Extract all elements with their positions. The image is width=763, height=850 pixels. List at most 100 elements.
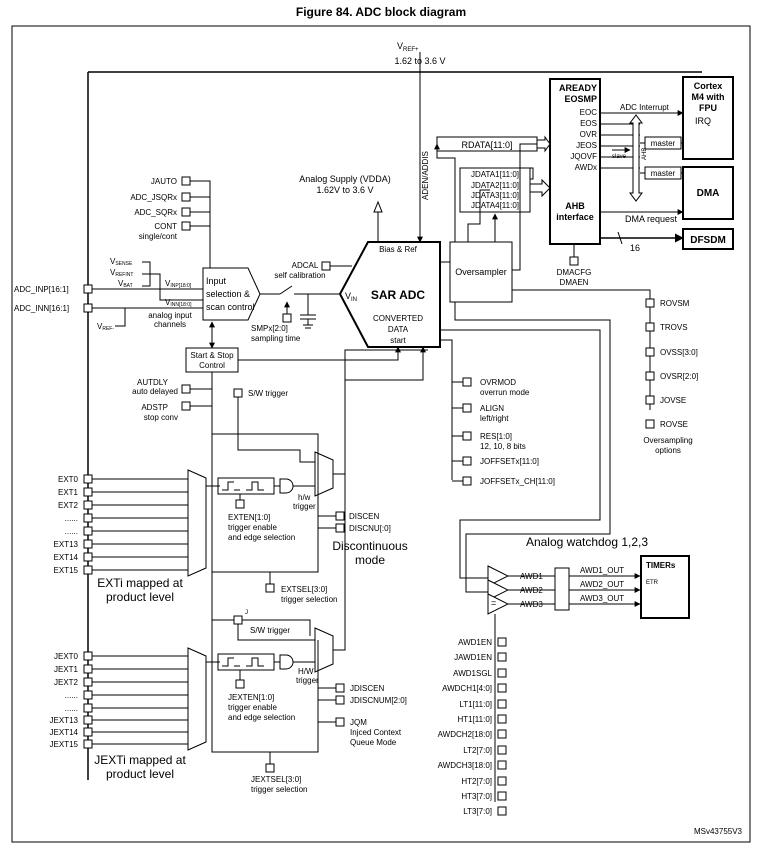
sar-title: SAR ADC	[371, 288, 426, 302]
cont-square	[181, 221, 191, 231]
discontinuous-2: mode	[355, 553, 385, 567]
align-1: ALIGN	[480, 404, 504, 413]
ext-7: EXT15	[54, 566, 79, 575]
ahb-signal-2: EOSMP	[564, 94, 597, 104]
ahb-interface-box	[549, 78, 601, 245]
timers-box	[640, 555, 690, 619]
jext-inputs: JEXT0 JEXT1 JEXT2 ...... ...... JEXT13 J…	[50, 651, 188, 749]
jdata-2: JDATA2[11:0]	[471, 181, 519, 190]
vinp-label: VINP[18:0]	[165, 279, 192, 289]
dmaen-label: DMAEN	[560, 278, 589, 287]
jext-and-gate	[279, 654, 294, 670]
figure-title: Figure 84. ADC block diagram	[296, 5, 466, 19]
jextsel-square	[265, 763, 275, 773]
input-sel-1: Input	[206, 276, 227, 286]
autdly-square	[181, 384, 191, 394]
jext-edge-rising-icon	[222, 657, 240, 667]
watchdog-comparators: =	[487, 565, 510, 615]
awd-registers: AWD1EN JAWD1EN AWD1SGL AWDCH1[4:0] LT1[1…	[438, 637, 507, 816]
res-2: 12, 10, 8 bits	[480, 442, 526, 451]
extsel-square	[265, 583, 275, 593]
jdata-stack	[459, 167, 531, 213]
ovs-reg-1: ROVSM	[660, 299, 690, 308]
adcal-square	[321, 261, 331, 271]
vrefint-label: VREFINT	[110, 268, 133, 278]
ext-2: EXT2	[58, 501, 79, 510]
ahb-signal-1: AREADY	[559, 83, 597, 93]
align-2: left/right	[480, 414, 509, 423]
width-16-label: 16	[630, 243, 640, 253]
smpx-label: SMPx[2:0]	[251, 324, 288, 333]
cortex-box	[682, 76, 734, 160]
sar-bias: Bias & Ref	[379, 245, 418, 254]
exten-1: EXTEN[1:0]	[228, 513, 270, 522]
adc-jsqrx-square	[181, 192, 191, 202]
ahb-interface-label: interface	[556, 212, 594, 222]
jdiscen-label: JDISCEN	[350, 684, 384, 693]
sar-adc-block	[338, 241, 441, 348]
sar-vin: VIN	[345, 291, 357, 303]
sar-data: DATA	[388, 325, 409, 334]
input-sel-3: scan control	[206, 302, 255, 312]
discen-square	[335, 511, 345, 521]
cortex-line2: M4 with	[692, 92, 725, 102]
awd-reg-1: AWD1EN	[458, 638, 492, 647]
master-label-1: master	[651, 139, 676, 148]
ovs-reg-5: JOVSE	[660, 396, 686, 405]
dma-request-label: DMA request	[625, 214, 678, 224]
ahb-bus-arrow	[629, 114, 643, 202]
supply-arrow	[373, 200, 383, 213]
vsense-label: VSENSE	[110, 257, 133, 267]
jdiscnum-square	[335, 695, 345, 705]
awd-reg-6: HT1[11:0]	[457, 715, 492, 724]
jext-6: JEXT14	[50, 728, 79, 737]
awd-out-3: AWD3_OUT	[580, 594, 624, 603]
adc-jsqrx-label: ADC_JSQRx	[130, 193, 177, 202]
discen-label: DISCEN	[349, 512, 379, 521]
oversampler-box	[449, 241, 513, 303]
awd-reg-7: AWDCH2[18:0]	[438, 730, 492, 739]
start-stop-2: Control	[199, 361, 225, 370]
adcal-label: ADCAL	[292, 261, 319, 270]
ovs-reg-4: OVSR[2:0]	[660, 372, 698, 381]
res-1: RES[1:0]	[480, 432, 512, 441]
ext-6: EXT14	[54, 553, 79, 562]
jdata-4: JDATA4[11:0]	[471, 201, 519, 210]
etr-label: ETR	[646, 580, 659, 586]
joffset-ch-label: JOFFSETx_CH[11:0]	[480, 477, 555, 486]
cortex-line3: FPU	[699, 103, 717, 113]
jexten-square	[235, 679, 245, 689]
adc-interrupt-label: ADC Interrupt	[620, 103, 670, 112]
start-stop-1: Start & Stop	[190, 351, 234, 360]
adc-inn-square	[83, 303, 93, 313]
analog-supply-range: 1.62V to 3.6 V	[316, 185, 373, 195]
exten-3: and edge selection	[228, 533, 295, 542]
awd-reg-4: AWDCH1[4:0]	[442, 684, 492, 693]
jqm-3: Queue Mode	[350, 738, 397, 747]
oversampling-registers: ROVSM TROVS OVSS[3:0] OVSR[2:0] JOVSE RO…	[645, 298, 698, 429]
sampling-time-label: sampling time	[251, 334, 301, 343]
jhw-trigger-1: H/W	[298, 667, 314, 676]
jext-2: JEXT2	[54, 678, 79, 687]
jext-4: ......	[65, 704, 78, 713]
master-label-2: master	[651, 169, 676, 178]
sar-start: start	[390, 336, 406, 345]
rdata-label: RDATA[11:0]	[461, 140, 512, 150]
ovs-reg-6: ROVSE	[660, 420, 688, 429]
dmacfg-label: DMACFG	[557, 268, 592, 277]
jext-0: JEXT0	[54, 652, 79, 661]
ahb-bus-label: AHB	[642, 148, 648, 160]
autdly-1: AUTDLY	[137, 378, 169, 387]
discontinuous-1: Discontinuous	[332, 539, 407, 553]
discnu-label: DISCNU[:0]	[349, 524, 391, 533]
awd-reg-2: JAWD1EN	[454, 653, 492, 662]
ahb-signal-5: OVR	[580, 130, 598, 139]
jext-1: JEXT1	[54, 665, 79, 674]
ahb-signal-3: EOC	[580, 108, 598, 117]
outer-frame	[11, 25, 751, 843]
channels-label: channels	[154, 320, 186, 329]
awd-out-1: AWD1_OUT	[580, 566, 624, 575]
footer-code: MSv43755V3	[694, 827, 743, 836]
vref-minus-label: VREF-	[97, 322, 114, 332]
